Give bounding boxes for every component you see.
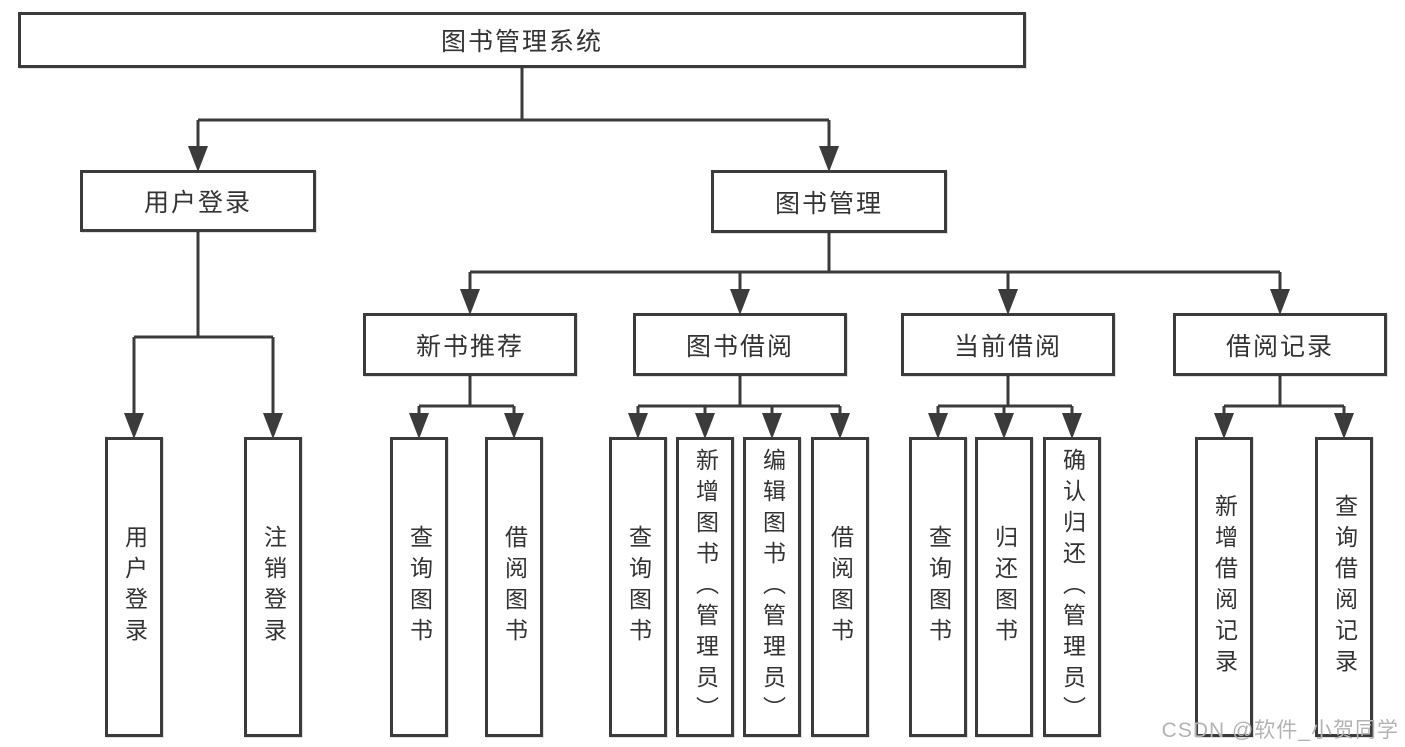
node-label: 图书管理系统: [440, 28, 603, 56]
node-book-mgmt: 图书管理: [711, 170, 947, 233]
node-borrow-book: 借阅图书: [811, 437, 869, 737]
node-label: 查询图书: [925, 525, 952, 649]
node-label: 确认归还（管理员）: [1059, 447, 1086, 727]
node-label: 借阅记录: [1225, 332, 1334, 361]
node-user-login: 用户登录: [80, 170, 316, 232]
node-login-leaf: 用户登录: [105, 437, 163, 737]
node-label: 借阅图书: [501, 525, 528, 649]
node-label: 归还图书: [991, 525, 1018, 649]
node-query-borrow-record: 查询借阅记录: [1315, 437, 1373, 737]
node-label: 图书管理: [774, 189, 883, 218]
node-logout-leaf: 注销登录: [244, 437, 302, 737]
node-query-book-new: 查询图书: [390, 437, 448, 737]
node-label: 注销登录: [260, 525, 287, 649]
node-root: 图书管理系统: [18, 12, 1026, 68]
node-book-borrow: 图书借阅: [633, 313, 847, 376]
node-edit-book: 编辑图书（管理员）: [743, 437, 801, 737]
node-return-book: 归还图书: [975, 437, 1033, 737]
node-label: 新增借阅记录: [1211, 494, 1238, 680]
node-label: 用户登录: [121, 525, 148, 649]
node-new-book-rec: 新书推荐: [363, 313, 577, 376]
node-label: 图书借阅: [685, 332, 794, 361]
node-borrow-book-new: 借阅图书: [485, 437, 543, 737]
watermark: CSDN @软件_小贺同学: [1161, 719, 1399, 742]
node-borrow-record: 借阅记录: [1173, 313, 1387, 376]
node-label: 借阅图书: [827, 525, 854, 649]
node-query-book-current: 查询图书: [909, 437, 967, 737]
node-label: 当前借阅: [953, 332, 1062, 361]
node-label: 新增图书（管理员）: [692, 447, 719, 727]
node-confirm-return: 确认归还（管理员）: [1043, 437, 1101, 737]
node-label: 查询图书: [625, 525, 652, 649]
node-label: 新书推荐: [415, 332, 524, 361]
node-query-book-borrow: 查询图书: [609, 437, 667, 737]
node-label: 编辑图书（管理员）: [759, 447, 786, 727]
node-label: 用户登录: [143, 189, 252, 217]
node-add-borrow-record: 新增借阅记录: [1195, 437, 1253, 737]
node-current-borrow: 当前借阅: [901, 313, 1115, 376]
node-add-book: 新增图书（管理员）: [676, 437, 734, 737]
node-label: 查询借阅记录: [1331, 494, 1358, 680]
node-label: 查询图书: [406, 525, 433, 649]
